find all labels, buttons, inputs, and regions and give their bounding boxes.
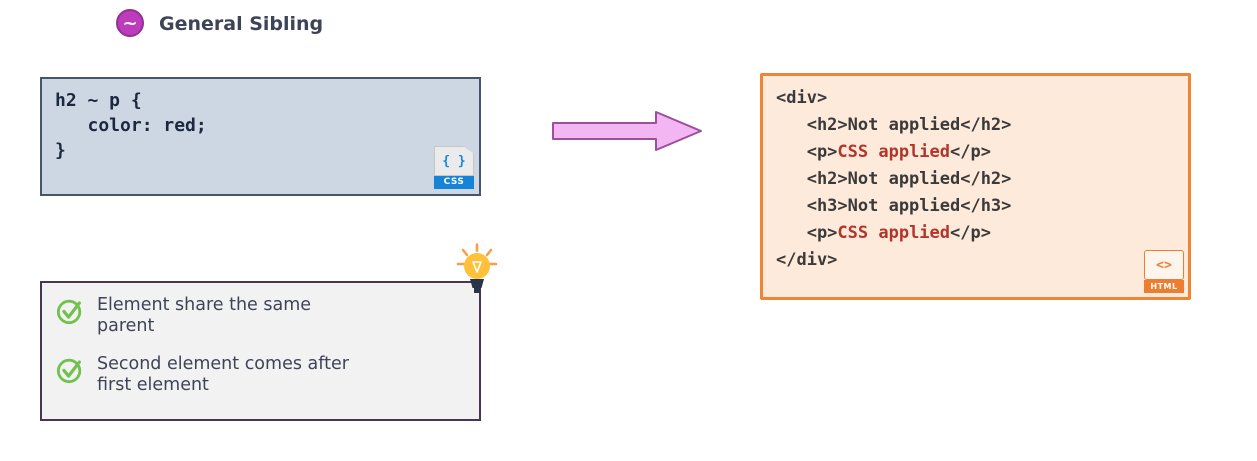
css-file-label: CSS (434, 176, 474, 189)
check-icon (56, 358, 82, 383)
arrow-right-icon (552, 111, 702, 151)
page-title: General Sibling (159, 13, 324, 35)
html-code-box: <div> <h2>Not applied</h2> <p>CSS applie… (760, 73, 1191, 300)
html-file-icon: <> HTML (1144, 250, 1184, 293)
css-file-page: { } (434, 146, 474, 176)
code-text: <div> (776, 88, 828, 108)
html-code-line: <h2>Not applied</h2> (776, 166, 1175, 193)
tilde-symbol: ~ (122, 12, 138, 34)
tilde-badge-icon: ~ (116, 9, 144, 37)
html-code: <div> <h2>Not applied</h2> <p>CSS applie… (763, 76, 1188, 283)
note-text: Second element comes after first element (97, 353, 349, 396)
code-text: <h3>Not applied</h3> (776, 196, 1012, 216)
check-icon (56, 299, 82, 325)
css-code-line: color: red; (55, 115, 207, 136)
html-file-page: <> (1144, 250, 1184, 280)
code-text: <h2>Not applied</h2> (776, 115, 1012, 135)
html-code-line: </div> (776, 247, 1175, 274)
note-item: Element share the same parent (56, 295, 465, 338)
html-code-line: <h2>Not applied</h2> (776, 112, 1175, 139)
css-file-icon: { } CSS (434, 146, 474, 189)
braces-glyph: { } (442, 153, 466, 169)
css-code-line: } (55, 140, 66, 161)
code-text-red: CSS applied (837, 223, 951, 243)
code-text: </p> (950, 223, 991, 243)
html-code-line: <p>CSS applied</p> (776, 139, 1175, 166)
note-item: Second element comes after first element (56, 354, 465, 397)
notes-box: Element share the same parent Second ele… (40, 243, 498, 421)
html-code-line: <h3>Not applied</h3> (776, 193, 1175, 220)
angle-brackets-glyph: <> (1156, 257, 1172, 273)
code-text: <h2>Not applied</h2> (776, 169, 1012, 189)
code-text: </div> (776, 250, 838, 270)
html-code-line: <p>CSS applied</p> (776, 220, 1175, 247)
lightbulb-icon (456, 243, 498, 293)
code-text: </p> (950, 142, 991, 162)
css-code-box: h2 ~ p { color: red; } { } CSS (40, 77, 481, 196)
code-text-red: CSS applied (837, 142, 951, 162)
css-code: h2 ~ p { color: red; } (42, 79, 479, 172)
code-text: <p> (776, 223, 838, 243)
code-text: <p> (776, 142, 838, 162)
css-code-line: h2 ~ p { (55, 90, 142, 111)
html-file-label: HTML (1144, 280, 1184, 293)
html-code-line: <div> (776, 85, 1175, 112)
note-text: Element share the same parent (97, 295, 312, 337)
